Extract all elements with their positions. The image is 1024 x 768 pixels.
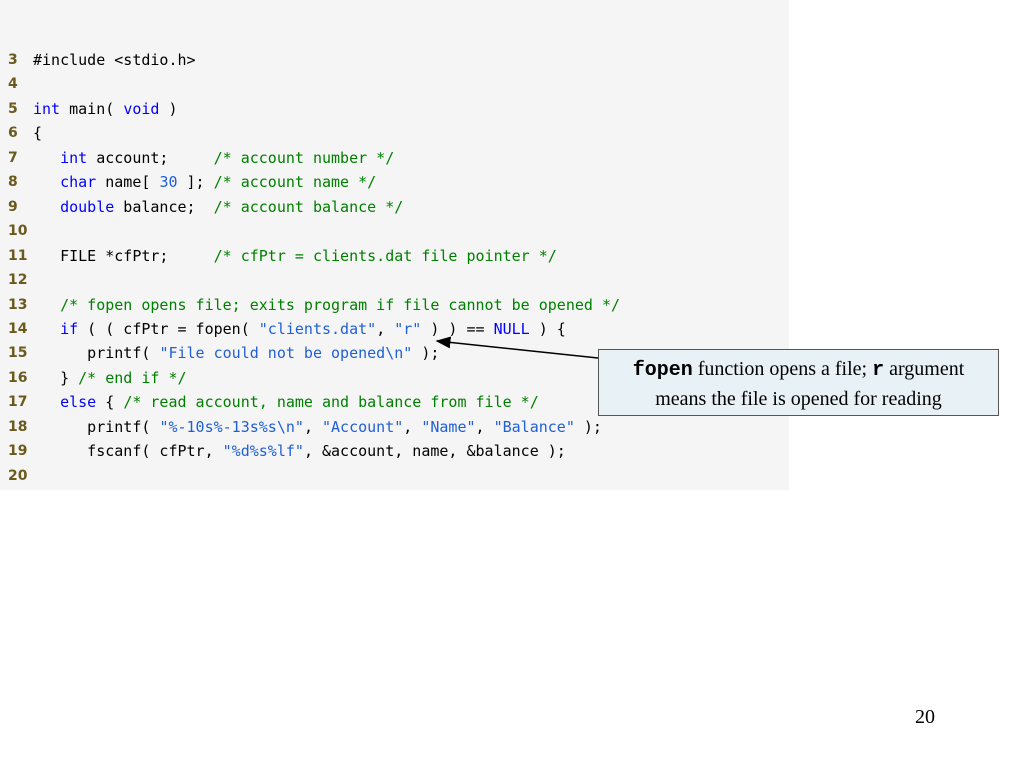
line-number: 18 — [8, 418, 28, 435]
code-token: , — [403, 417, 422, 436]
code-token: void — [123, 99, 160, 118]
line-number: 10 — [8, 223, 28, 240]
code-text: if ( ( cfPtr = fopen( "clients.dat", "r"… — [33, 317, 566, 341]
code-token: { — [33, 124, 43, 143]
code-token — [33, 198, 60, 216]
code-listing: 3 #include <stdio.h> 4 5 int main( void ) 6 {7… — [0, 0, 789, 490]
code-token: ) { — [529, 319, 566, 338]
line-number: 11 — [8, 247, 28, 264]
code-token: char — [60, 173, 97, 192]
line-number: 7 — [8, 149, 18, 166]
code-token: ) ) == — [421, 319, 494, 338]
code-token: if — [60, 319, 79, 338]
code-token — [33, 296, 60, 314]
code-text: FILE *cfPtr; /* cfPtr = clients.dat file… — [33, 244, 557, 268]
code-token: "r" — [394, 319, 422, 338]
line-number: 20 — [8, 467, 28, 484]
code-token: NULL — [493, 319, 530, 338]
code-text: char name[ 30 ]; /* account name */ — [33, 170, 376, 194]
code-token: "Name" — [421, 417, 476, 436]
code-token: printf( — [33, 344, 160, 363]
code-token: "%d%s%lf" — [222, 442, 304, 461]
line-number: 16 — [8, 369, 28, 386]
code-token: /* account number */ — [213, 148, 395, 167]
code-token: ); — [574, 417, 602, 436]
code-token: , &account, name, &balance ); — [303, 442, 566, 461]
code-token: /* fopen opens file; exits program if fi… — [60, 295, 621, 314]
line-number: 8 — [8, 174, 18, 191]
line-number: 14 — [8, 320, 28, 337]
code-token: /* end if */ — [78, 368, 187, 387]
line-number: 3 — [8, 52, 18, 68]
code-token: printf( — [33, 417, 160, 436]
code-token: , — [475, 417, 494, 436]
code-text: printf( "File could not be opened\n" ); — [33, 341, 439, 365]
code-text: /* fopen opens file; exits program if fi… — [33, 293, 620, 317]
code-text: { — [33, 121, 42, 145]
code-token: /* account balance */ — [213, 197, 404, 216]
code-token: balance; — [114, 197, 214, 216]
code-token: main( — [60, 99, 124, 118]
code-token: name[ — [96, 173, 160, 192]
code-token: FILE *cfPtr; — [33, 246, 214, 265]
code-token: ) — [159, 99, 178, 118]
callout-line-2: means the file is opened for reading — [655, 388, 942, 410]
code-token: "Account" — [322, 417, 404, 436]
code-token: fscanf( cfPtr, — [33, 442, 223, 461]
code-text: int main( void ) — [33, 97, 178, 121]
callout-line-1: fopen function opens a file; r argument — [599, 355, 998, 385]
callout-text-2: argument — [884, 358, 965, 380]
code-token — [33, 320, 60, 338]
line-number: 15 — [8, 345, 28, 362]
code-token — [33, 149, 60, 167]
code-token: /* read account, name and balance from f… — [123, 393, 539, 412]
code-token: ]; — [177, 173, 214, 192]
line-number: 4 — [8, 76, 18, 93]
code-token: "%-10s%-13s%s\n" — [159, 417, 304, 436]
line-number: 6 — [8, 125, 18, 142]
code-token — [33, 393, 60, 411]
code-token: , — [376, 319, 395, 338]
code-token: int — [33, 99, 61, 118]
page-number: 20 — [915, 706, 935, 728]
code-token: } — [33, 368, 79, 387]
code-text: int account; /* account number */ — [33, 146, 394, 170]
code-token: #include <stdio.h> — [33, 51, 196, 69]
code-token: , — [303, 417, 322, 436]
code-text: #include <stdio.h> — [33, 48, 196, 72]
code-text: fscanf( cfPtr, "%d%s%lf", &account, name… — [33, 439, 566, 463]
line-number: 13 — [8, 296, 28, 313]
code-token: double — [60, 197, 115, 216]
line-number: 12 — [8, 272, 28, 289]
line-number: 5 — [8, 100, 18, 117]
code-token: "File could not be opened\n" — [159, 344, 413, 363]
line-number: 19 — [8, 443, 28, 460]
code-text: double balance; /* account balance */ — [33, 195, 403, 219]
callout-term-r: r — [872, 359, 885, 382]
code-token: account; — [87, 148, 214, 167]
code-token: int — [60, 148, 88, 167]
callout-term-fopen: fopen — [632, 359, 693, 382]
code-token: /* cfPtr = clients.dat file pointer */ — [213, 246, 557, 265]
code-token — [33, 173, 60, 191]
code-text: else { /* read account, name and balance… — [33, 390, 539, 414]
code-token: "clients.dat" — [258, 319, 377, 338]
line-number: 9 — [8, 198, 18, 215]
code-token: else — [60, 393, 97, 412]
code-token: 30 — [159, 173, 178, 192]
line-number: 17 — [8, 394, 28, 411]
code-token: "Balance" — [493, 417, 575, 436]
code-token: { — [96, 393, 124, 412]
fopen-callout: fopen function opens a file; r argument … — [598, 349, 999, 416]
code-text: } /* end if */ — [33, 366, 187, 390]
callout-text-1: function opens a file; — [692, 358, 873, 380]
code-text: printf( "%-10s%-13s%s\n", "Account", "Na… — [33, 415, 602, 439]
code-token: ( ( cfPtr = fopen( — [78, 319, 259, 338]
code-token: ); — [412, 344, 440, 363]
code-token: /* account name */ — [213, 173, 377, 192]
